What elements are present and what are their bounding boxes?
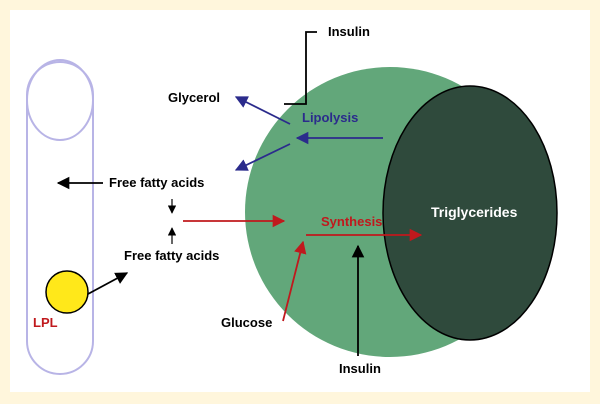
glucose-label: Glucose <box>221 315 273 330</box>
capillary-vessel <box>26 61 94 375</box>
insulin-top-label: Insulin <box>328 24 370 39</box>
fatty-acid-release-arrow <box>234 143 291 171</box>
triglyceride-droplet <box>382 85 558 341</box>
synthesis-label: Synthesis <box>321 214 383 229</box>
lpl-label: LPL <box>33 315 58 330</box>
glucose-arrow <box>282 240 307 322</box>
insulin-bottom-label: Insulin <box>339 361 381 376</box>
triglycerides-label: Triglycerides <box>431 204 518 220</box>
insulin-inhibition-line <box>284 31 317 105</box>
lpl-to-ffa-arrow <box>87 272 129 295</box>
lpl-enzyme <box>45 270 89 314</box>
capillary-opening <box>26 59 94 141</box>
lipolysis-label: Lipolysis <box>302 110 359 125</box>
ffa-left-label: Free fatty acids <box>109 175 205 190</box>
glycerol-label: Glycerol <box>168 90 221 105</box>
ffa-lower-label: Free fatty acids <box>124 248 220 263</box>
glycerol-arrow <box>234 96 291 125</box>
